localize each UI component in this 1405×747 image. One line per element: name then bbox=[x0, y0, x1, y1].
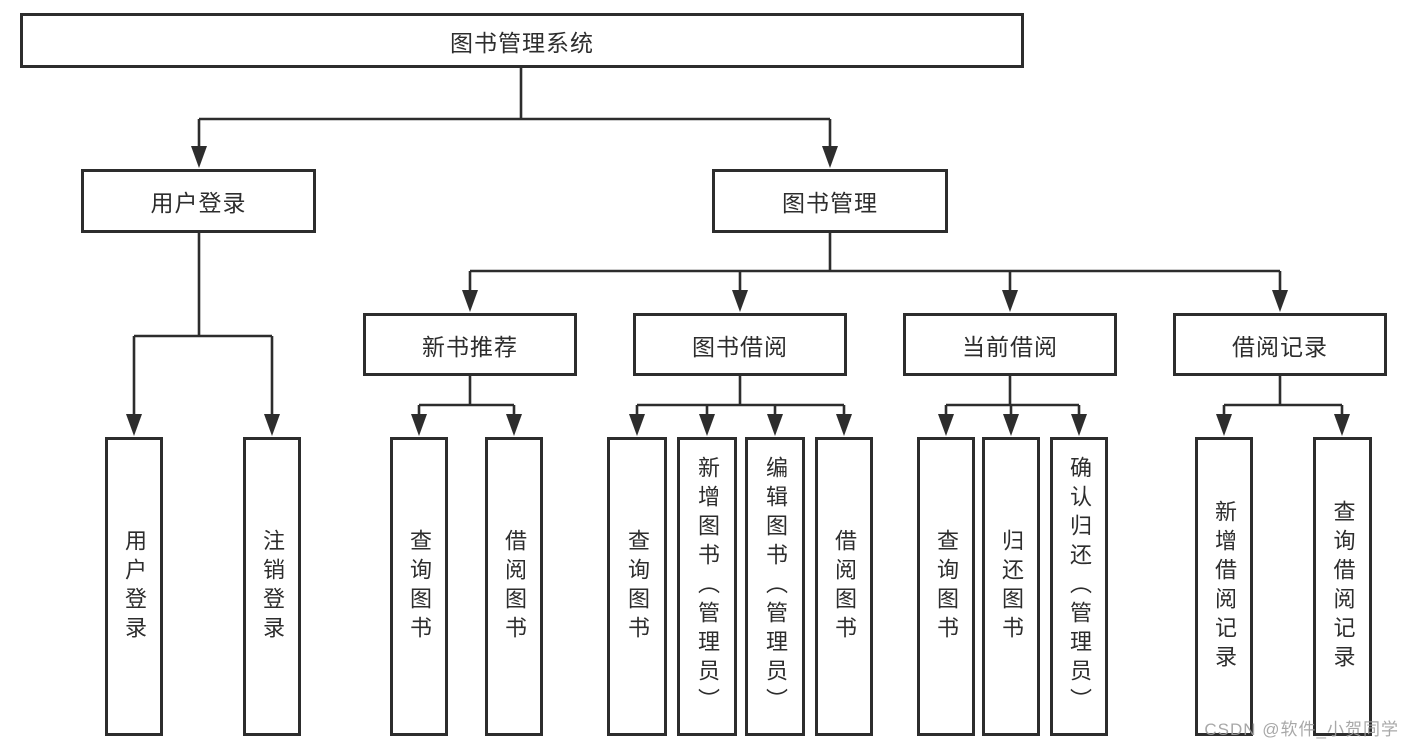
node-label: 查询图书 bbox=[407, 528, 432, 645]
arrowhead-icon bbox=[1334, 414, 1350, 436]
leaf-borrow-books: 借阅图书 bbox=[485, 437, 543, 736]
connector-arrowheads bbox=[126, 146, 1350, 436]
node-current-borrow: 当前借阅 bbox=[903, 313, 1117, 376]
node-book-management: 图书管理 bbox=[712, 169, 948, 233]
leaf-logout: 注销登录 bbox=[243, 437, 301, 736]
arrowhead-icon bbox=[938, 414, 954, 436]
node-label: 当前借阅 bbox=[962, 333, 1058, 360]
leaf-user-login: 用户登录 bbox=[105, 437, 163, 736]
node-label: 查询借阅记录 bbox=[1330, 499, 1356, 674]
leaf-query-borrow-record: 查询借阅记录 bbox=[1313, 437, 1372, 736]
leaf-query-books: 查询图书 bbox=[607, 437, 667, 736]
node-label: 新书推荐 bbox=[422, 333, 518, 360]
arrowhead-icon bbox=[1002, 290, 1018, 312]
node-user-login: 用户登录 bbox=[81, 169, 316, 233]
leaf-confirm-return-admin: 确认归还（管理员） bbox=[1050, 437, 1108, 736]
arrowhead-icon bbox=[506, 414, 522, 436]
arrowhead-icon bbox=[1272, 290, 1288, 312]
node-label: 新增借阅记录 bbox=[1212, 499, 1237, 674]
arrowhead-icon bbox=[767, 414, 783, 436]
node-label: 用户登录 bbox=[150, 190, 247, 216]
node-book-borrow: 图书借阅 bbox=[633, 313, 847, 376]
csdn-watermark: CSDN @软件_小贺同学 bbox=[1204, 720, 1399, 739]
leaf-query-books: 查询图书 bbox=[917, 437, 975, 736]
node-label: 注销登录 bbox=[260, 528, 285, 645]
node-root-system: 图书管理系统 bbox=[20, 13, 1024, 68]
arrowhead-icon bbox=[264, 414, 280, 436]
node-label: 查询图书 bbox=[934, 528, 959, 645]
arrowhead-icon bbox=[732, 290, 748, 312]
arrowhead-icon bbox=[822, 146, 838, 168]
node-new-book-recommend: 新书推荐 bbox=[363, 313, 577, 376]
arrowhead-icon bbox=[126, 414, 142, 436]
node-borrow-records: 借阅记录 bbox=[1173, 313, 1387, 376]
arrowhead-icon bbox=[1071, 414, 1087, 436]
leaf-borrow-books: 借阅图书 bbox=[815, 437, 873, 736]
node-label: 用户登录 bbox=[122, 528, 147, 645]
node-label: 图书借阅 bbox=[692, 333, 788, 360]
leaf-add-books-admin: 新增图书（管理员） bbox=[677, 437, 737, 736]
arrowhead-icon bbox=[836, 414, 852, 436]
arrowhead-icon bbox=[1003, 414, 1019, 436]
node-label: 编辑图书（管理员） bbox=[763, 456, 788, 717]
node-label: 确认归还（管理员） bbox=[1067, 456, 1092, 717]
arrowhead-icon bbox=[191, 146, 207, 168]
leaf-add-borrow-record: 新增借阅记录 bbox=[1195, 437, 1253, 736]
arrowhead-icon bbox=[1216, 414, 1232, 436]
leaf-return-books: 归还图书 bbox=[982, 437, 1040, 736]
node-label: 借阅图书 bbox=[502, 528, 527, 645]
arrowhead-icon bbox=[411, 414, 427, 436]
node-label: 图书管理 bbox=[782, 190, 878, 216]
leaf-query-books: 查询图书 bbox=[390, 437, 448, 736]
node-label: 查询图书 bbox=[625, 528, 650, 645]
node-label: 新增图书（管理员） bbox=[695, 456, 720, 717]
node-label: 图书管理系统 bbox=[450, 29, 594, 56]
node-label: 借阅记录 bbox=[1232, 333, 1328, 360]
arrowhead-icon bbox=[462, 290, 478, 312]
node-label: 归还图书 bbox=[999, 528, 1024, 645]
node-label: 借阅图书 bbox=[832, 528, 857, 645]
leaf-edit-books-admin: 编辑图书（管理员） bbox=[745, 437, 805, 736]
arrowhead-icon bbox=[629, 414, 645, 436]
arrowhead-icon bbox=[699, 414, 715, 436]
